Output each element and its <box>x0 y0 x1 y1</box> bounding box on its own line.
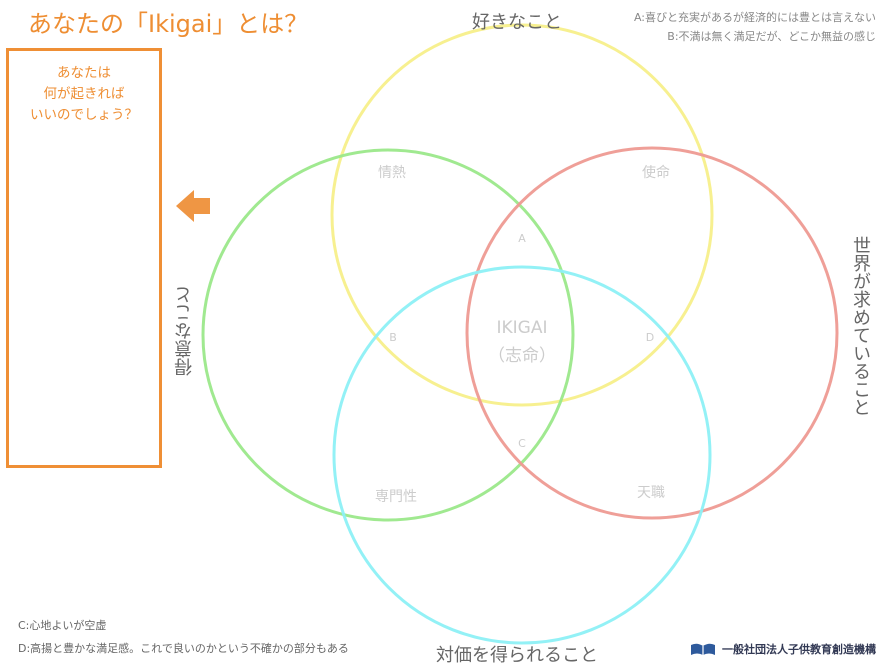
circle-world-needs <box>465 146 839 520</box>
logo-text: 一般社団法人子供教育創造機構 <box>722 643 876 656</box>
region-b: B <box>389 331 397 344</box>
circle-paid-for <box>332 265 712 645</box>
answer-box[interactable]: あなたは 何が起きれば いいのでしょう？ <box>6 48 162 468</box>
region-passion: 情熱 <box>378 165 406 181</box>
region-a: A <box>518 232 526 245</box>
region-mission: 使命 <box>642 164 670 181</box>
region-center-subtitle: （志命） <box>488 346 556 366</box>
note-a: A:喜びと充実があるが経済的には豊とは言えない <box>633 11 876 24</box>
region-center-title: IKIGAI <box>497 318 548 338</box>
note-c: C:心地よいが空虚 <box>18 619 107 632</box>
region-profession: 専門性 <box>375 489 417 505</box>
page-title: あなたの「Ikigai」とは？ <box>28 10 309 38</box>
note-d: D:高揚と豊かな満足感。これで良いのかという不確かの部分もある <box>18 642 349 655</box>
region-c: C <box>518 437 526 450</box>
book-icon <box>691 643 715 655</box>
note-b: B:不満は無く満足だが、どこか無益の感じ <box>667 30 876 43</box>
arrow-left-icon <box>176 190 210 222</box>
circle-like <box>330 23 714 407</box>
circle-good-at <box>201 148 575 522</box>
label-good-at: 得意なこと <box>174 286 195 376</box>
region-vocation: 天職 <box>637 485 665 501</box>
label-paid-for: 対価を得られること <box>436 645 598 666</box>
organization-logo: 一般社団法人子供教育創造機構 <box>690 640 876 658</box>
label-like: 好きなこと <box>472 12 562 33</box>
answer-box-prompt: あなたは 何が起きれば いいのでしょう？ <box>30 65 138 123</box>
region-d: D <box>646 331 654 344</box>
label-world-needs: 世界が求めていること <box>850 236 871 416</box>
